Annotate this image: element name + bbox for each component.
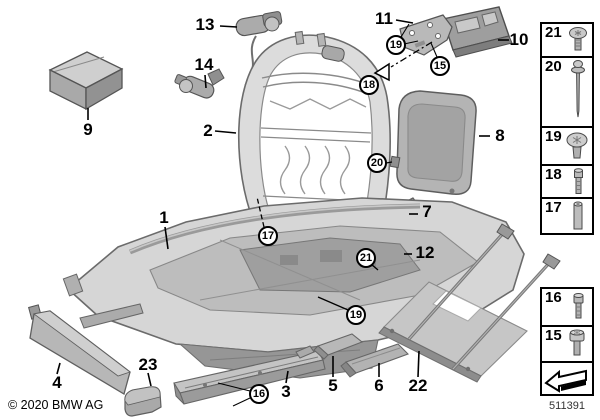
front-direction-arrow-icon bbox=[544, 369, 587, 393]
callout-9: 9 bbox=[83, 120, 93, 139]
callout-1: 1 bbox=[159, 208, 169, 227]
callout-8: 8 bbox=[495, 126, 505, 145]
callout-23: 23 bbox=[138, 355, 158, 374]
legend-number: 16 bbox=[545, 289, 562, 306]
legend-number: 20 bbox=[545, 58, 562, 75]
callout-circled-19-top: 19 bbox=[386, 35, 406, 55]
trim-piece-6 bbox=[340, 343, 409, 378]
torx-pan-head-screw-icon bbox=[569, 27, 587, 51]
fastener-legend-lower: 16 15 bbox=[540, 287, 594, 396]
legend-number: 17 bbox=[545, 199, 562, 216]
callout-4: 4 bbox=[52, 373, 62, 392]
callout-circled-16: 16 bbox=[249, 384, 269, 404]
callout-13: 13 bbox=[195, 15, 215, 34]
seat-rail bbox=[173, 350, 326, 405]
legend-row-direction bbox=[542, 361, 592, 394]
document-number: 511391 bbox=[549, 400, 585, 412]
trim-piece-5 bbox=[295, 333, 364, 360]
legend-row-16: 16 bbox=[542, 289, 592, 325]
underseat-panel bbox=[378, 223, 561, 383]
fastener-legend-upper: 21 20 19 18 bbox=[540, 22, 594, 235]
legend-row-17: 17 bbox=[542, 197, 592, 233]
torx-cheese-head-screw-icon bbox=[569, 329, 585, 356]
legend-row-18: 18 bbox=[542, 164, 592, 197]
motor-14 bbox=[174, 68, 225, 99]
callout-6: 6 bbox=[374, 376, 384, 395]
side-trim-panel bbox=[28, 304, 131, 395]
legend-number: 18 bbox=[545, 166, 562, 183]
legend-row-20: 20 bbox=[542, 56, 592, 126]
torx-washer-head-screw-icon bbox=[566, 132, 588, 159]
spacer-sleeve-icon bbox=[573, 201, 583, 230]
callout-2: 2 bbox=[203, 121, 213, 140]
socket-head-bolt-icon bbox=[573, 293, 584, 319]
callout-circled-19-bottom: 19 bbox=[346, 305, 366, 325]
callout-12: 12 bbox=[415, 243, 435, 262]
callout-circled-17: 17 bbox=[258, 226, 278, 246]
legend-number: 19 bbox=[545, 128, 562, 145]
callout-10: 10 bbox=[509, 30, 529, 49]
legend-row-19: 19 bbox=[542, 126, 592, 164]
callout-22: 22 bbox=[408, 376, 428, 395]
legend-number: 21 bbox=[545, 24, 562, 41]
legend-row-21: 21 bbox=[542, 24, 592, 56]
backrest-pad bbox=[389, 90, 477, 195]
callout-circled-21: 21 bbox=[356, 248, 376, 268]
callout-circled-18: 18 bbox=[359, 75, 379, 95]
cover-23 bbox=[124, 386, 162, 417]
callout-circled-20: 20 bbox=[367, 153, 387, 173]
motor-13 bbox=[235, 11, 283, 95]
callout-3: 3 bbox=[281, 382, 291, 401]
mounting-plate bbox=[442, 6, 513, 58]
callout-14: 14 bbox=[194, 55, 214, 74]
copyright-text: © 2020 BMW AG bbox=[8, 398, 104, 412]
socket-head-bolt-icon bbox=[574, 167, 583, 194]
callout-circled-15: 15 bbox=[430, 56, 450, 76]
parts-kit-box bbox=[48, 51, 124, 111]
blind-rivet-icon bbox=[571, 60, 585, 118]
legend-number: 15 bbox=[545, 327, 562, 344]
bracket-11 bbox=[399, 14, 453, 56]
callout-11: 11 bbox=[375, 9, 393, 28]
callout-7: 7 bbox=[422, 202, 432, 221]
callout-5: 5 bbox=[328, 376, 338, 395]
leader-lines bbox=[56, 19, 509, 407]
legend-row-15: 15 bbox=[542, 325, 592, 361]
